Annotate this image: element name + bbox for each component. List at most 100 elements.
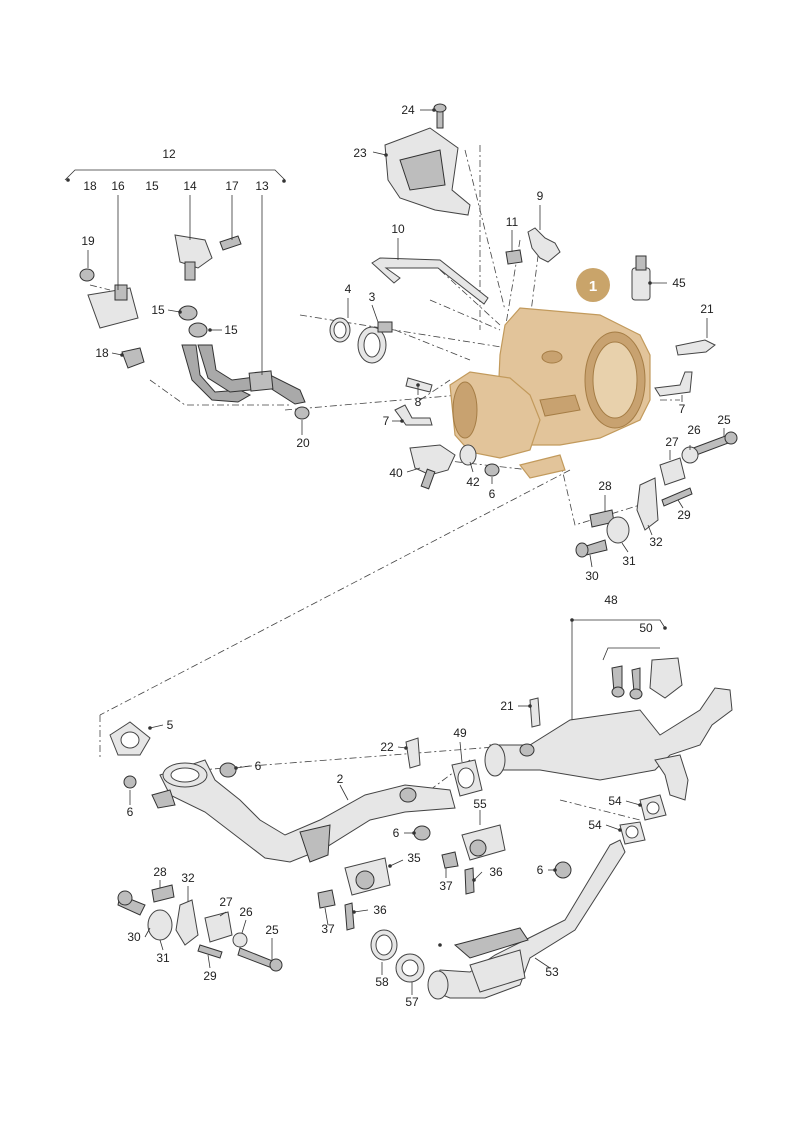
callout-13: 13 (255, 179, 269, 193)
callout-15b: 15 (151, 303, 165, 317)
bolt-29a (661, 487, 693, 507)
callout-54a: 54 (608, 794, 622, 808)
nut-6c (219, 762, 237, 778)
callout-40: 40 (389, 466, 403, 480)
callout-2: 2 (337, 772, 344, 786)
callout-26b: 26 (239, 905, 253, 919)
callout-27b: 27 (219, 895, 233, 909)
callout-28b: 28 (153, 865, 167, 879)
hose-13b (197, 344, 306, 405)
sensor-pipes (371, 227, 561, 305)
leader-lines (87, 109, 725, 995)
callout-49: 49 (453, 726, 467, 740)
pressure-sensor-group (64, 169, 310, 420)
callout-26a: 26 (687, 423, 701, 437)
spring-27b (204, 911, 233, 943)
callout-25a: 25 (717, 413, 731, 427)
callout-37b: 37 (321, 922, 335, 936)
callout-54b: 54 (588, 818, 602, 832)
hose-13a (181, 344, 252, 403)
callout-6e: 6 (537, 863, 544, 877)
sensor-21a (675, 339, 716, 356)
callout-22: 22 (380, 740, 394, 754)
callout-20: 20 (296, 436, 310, 450)
pipe-7a (394, 404, 433, 426)
sensor-21b (529, 697, 541, 728)
callout-23: 23 (353, 146, 367, 160)
callout-6a: 6 (489, 487, 496, 501)
callout-31a: 31 (622, 554, 636, 568)
particulate-filter-1 (449, 307, 651, 479)
callout-58: 58 (375, 975, 389, 989)
callout-48: 48 (604, 593, 618, 607)
pipe-10 (371, 257, 489, 305)
washer-26b (232, 932, 248, 948)
bolt-36b (344, 902, 355, 931)
catalytic-converter-48 (484, 687, 733, 781)
damper-31a (606, 516, 630, 544)
callout-10: 10 (391, 222, 405, 236)
mount-lower-left (117, 884, 283, 972)
nut-19 (79, 268, 95, 282)
mount-upper (575, 431, 738, 558)
callout-32a: 32 (649, 535, 663, 549)
callout-21: 21 (700, 302, 714, 316)
nut-15b (188, 322, 208, 338)
bracket-16 (87, 287, 139, 329)
callout-31b: 31 (156, 951, 170, 965)
callout-55: 55 (473, 797, 487, 811)
callout-30b: 30 (127, 930, 141, 944)
callout-12: 12 (162, 147, 176, 161)
nut-15a (178, 305, 198, 321)
pressure-sensor-14 (174, 234, 213, 269)
callout-9: 9 (537, 189, 544, 203)
front-pipe-2 (151, 759, 456, 863)
bracket-tab (114, 284, 128, 301)
callout-7a: 7 (383, 414, 390, 428)
callout-42: 42 (466, 475, 480, 489)
bracket-50 (649, 657, 683, 699)
callout-19: 19 (81, 234, 95, 248)
badge-number: 1 (589, 278, 597, 295)
clip-11 (505, 249, 523, 265)
nut-6b (123, 775, 137, 789)
callout-25b: 25 (265, 923, 279, 937)
bolt-25b (237, 947, 276, 969)
callout-4: 4 (345, 282, 352, 296)
callout-45: 45 (672, 276, 686, 290)
leader-dots (66, 108, 667, 947)
gasket-49 (451, 759, 483, 797)
bracket-32a (636, 477, 659, 531)
clip-37a (441, 851, 459, 869)
callout-8: 8 (415, 395, 422, 409)
callout-29a: 29 (677, 508, 691, 522)
callout-18: 18 (83, 179, 97, 193)
callout-37a: 37 (439, 879, 453, 893)
spring-27a (659, 457, 686, 486)
heat-shield-group (384, 103, 471, 216)
callout-17: 17 (225, 179, 239, 193)
callout-11: 11 (506, 215, 519, 229)
bolt-36a (464, 867, 475, 895)
callout-6d: 6 (393, 826, 400, 840)
callout-6c: 6 (127, 805, 134, 819)
gaskets-54 (619, 754, 689, 845)
nut-6e (554, 861, 572, 879)
callout-21b: 21 (500, 699, 514, 713)
pipe-7b (654, 371, 693, 397)
nut-6d (413, 825, 431, 841)
nut-6a (484, 463, 500, 477)
callout-35: 35 (407, 851, 421, 865)
callout-30a: 30 (585, 569, 599, 583)
callout-14: 14 (183, 179, 197, 193)
sensor-45 (631, 255, 651, 301)
damper-31b (147, 909, 173, 941)
bolt-29b (197, 944, 223, 959)
callout-16: 16 (111, 179, 125, 193)
callout-24: 24 (401, 103, 415, 117)
clamp-group (329, 317, 393, 364)
clip-18 (121, 347, 145, 369)
callout-3: 3 (369, 290, 376, 304)
callout-57: 57 (405, 995, 419, 1009)
